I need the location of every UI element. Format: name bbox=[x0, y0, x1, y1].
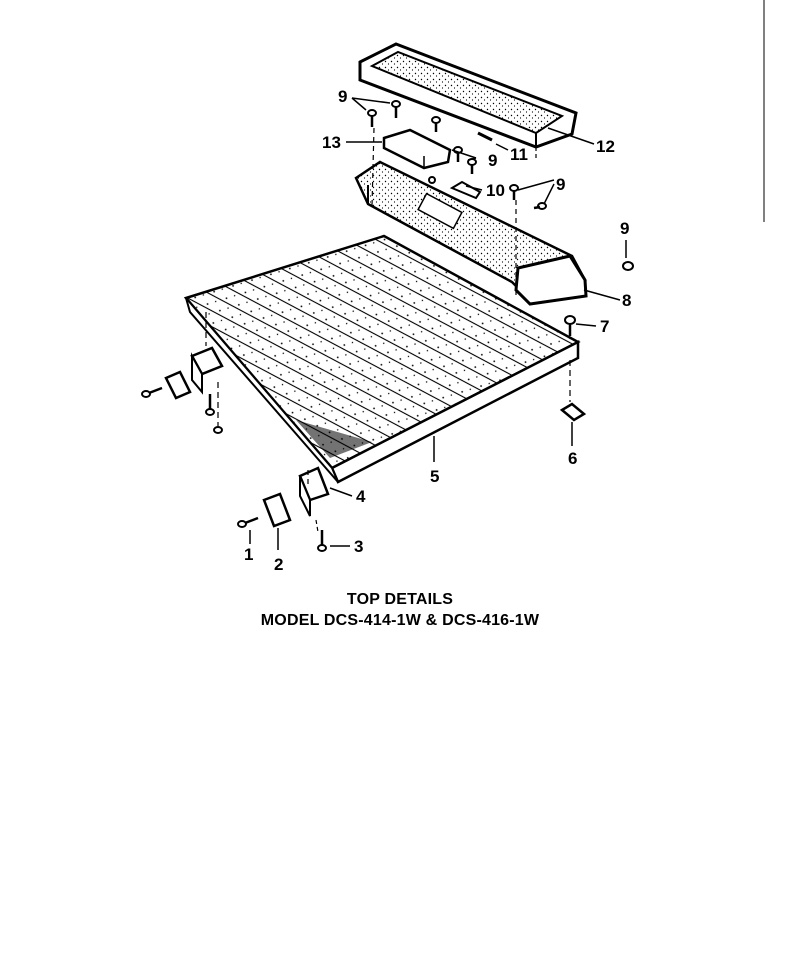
callout-12: 12 bbox=[596, 137, 615, 156]
hinge-plate bbox=[382, 128, 452, 170]
small-screw bbox=[477, 131, 493, 142]
callout-5: 5 bbox=[430, 467, 439, 486]
callout-3: 3 bbox=[354, 537, 363, 556]
callout-8: 8 bbox=[622, 291, 631, 310]
callout-11: 11 bbox=[510, 145, 528, 164]
left-rear-bracket-set bbox=[141, 312, 224, 434]
wood-top bbox=[183, 234, 581, 484]
front-bracket-set bbox=[237, 466, 330, 552]
callout-9-center: 9 bbox=[488, 151, 497, 170]
assembly-lines bbox=[371, 127, 537, 298]
callout-13: 13 bbox=[322, 133, 341, 152]
top-clip bbox=[559, 360, 587, 422]
leader-lines bbox=[249, 97, 627, 550]
model-caption: MODEL DCS-414-1W & DCS-416-1W bbox=[260, 612, 540, 629]
small-bracket bbox=[449, 180, 482, 200]
callout-7: 7 bbox=[600, 317, 609, 336]
callout-9-right: 9 bbox=[556, 175, 565, 194]
callout-9-far-right: 9 bbox=[620, 219, 629, 238]
control-panel-backguard bbox=[354, 160, 588, 306]
callout-9-top-left: 9 bbox=[338, 87, 347, 106]
diagram-title: TOP DETAILS bbox=[346, 591, 454, 608]
callout-10: 10 bbox=[486, 181, 505, 200]
callout-6: 6 bbox=[568, 449, 577, 468]
callout-1: 1 bbox=[244, 545, 253, 564]
top-trim-lid bbox=[358, 42, 578, 149]
screw-set bbox=[367, 100, 634, 336]
callout-4: 4 bbox=[356, 487, 366, 506]
callout-2: 2 bbox=[274, 555, 283, 574]
